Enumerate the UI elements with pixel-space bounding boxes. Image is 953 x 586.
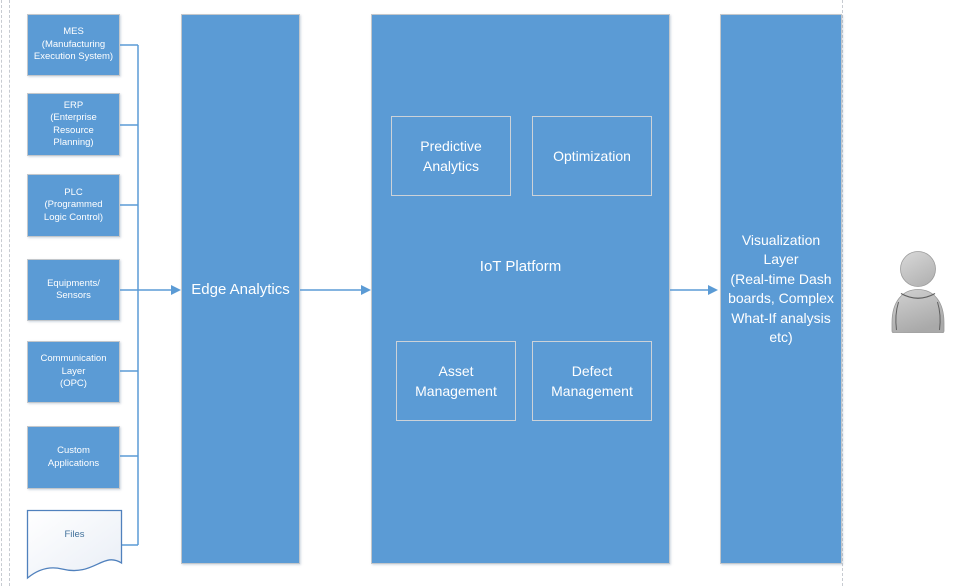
arrowhead-3 [708,285,718,295]
box-iot-platform[interactable]: Predictive Analytics Optimization IoT Pl… [371,14,670,564]
module-defect-management[interactable]: Defect Management [532,341,652,421]
box-mes[interactable]: MES (Manufacturing Execution System) [27,14,120,76]
module-optimization[interactable]: Optimization [532,116,652,196]
files-label: Files [64,529,85,540]
right-guide [842,0,843,586]
module-predictive-analytics[interactable]: Predictive Analytics [391,116,511,196]
left-edge-guide [1,0,2,586]
module-asset-management[interactable]: Asset Management [396,341,516,421]
box-communication[interactable]: Communication Layer (OPC) [27,341,120,403]
left-inner-guide [9,0,10,586]
box-custom-apps[interactable]: Custom Applications [27,426,120,489]
edge-analytics-label: Edge Analytics [191,280,290,298]
box-equipments[interactable]: Equipments/ Sensors [27,259,120,321]
box-erp[interactable]: ERP (Enterprise Resource Planning) [27,93,120,156]
box-visualization-layer[interactable]: Visualization Layer (Real-time Dash boar… [720,14,842,564]
box-edge-analytics[interactable]: Edge Analytics [181,14,300,564]
visualization-layer-label: Visualization Layer (Real-time Dash boar… [728,231,834,346]
arrowhead-2 [361,285,371,295]
user-icon [891,251,945,333]
arrowhead-1 [171,285,181,295]
box-plc[interactable]: PLC (Programmed Logic Control) [27,174,120,237]
files-document-shape[interactable] [26,509,124,583]
iot-platform-label: IoT Platform [479,258,562,275]
